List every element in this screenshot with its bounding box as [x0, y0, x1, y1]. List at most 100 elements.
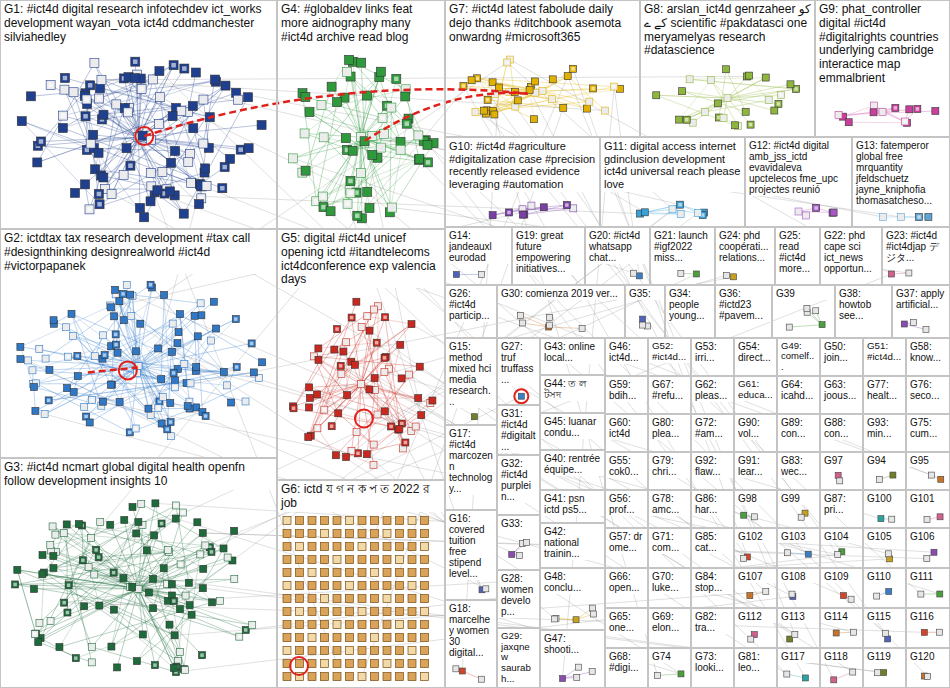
group-label: G48: conclu... [541, 569, 604, 594]
group-panel: G88: con... [820, 414, 863, 452]
vertex-icon [168, 112, 177, 121]
group-label: G29: jaxqnew saurabh... [498, 629, 539, 686]
vertex-edge [302, 77, 379, 172]
inter-group-line [362, 108, 563, 677]
group-panel: G32: #ict4d purplein... [497, 455, 540, 515]
vertex-icon-detail [356, 452, 360, 456]
vertex-icon [708, 77, 715, 84]
vertex-icon [472, 109, 479, 116]
vertex-icon [213, 325, 220, 332]
vertex-icon-detail [394, 77, 399, 82]
group-label: G9: phat_controller digital #ict4d #digi… [816, 1, 949, 87]
vertex-edge [323, 137, 361, 207]
vertex-icon-detail [383, 315, 387, 319]
vertex-edge [728, 98, 751, 125]
group-label: G36: #ictd23 #pavem... [716, 286, 771, 322]
vertex-icon [415, 154, 424, 163]
vertex-icon-detail [74, 656, 78, 660]
vertex-edge [308, 384, 361, 437]
group-panel: G75: cum... [906, 414, 950, 452]
vertex-icon [36, 620, 43, 627]
vertex-edge [44, 573, 239, 637]
vertex-icon [408, 647, 416, 655]
vertex-icon [197, 300, 204, 307]
vertex-edge [679, 80, 711, 119]
vertex-icon [146, 169, 155, 178]
vertex-icon-detail [112, 571, 116, 575]
vertex-icon [762, 74, 769, 81]
vertex-icon-detail [348, 191, 353, 196]
vertex-icon-detail [39, 139, 44, 144]
vertex-edge [22, 121, 202, 186]
vertex-icon [910, 320, 916, 326]
vertex-edge [308, 310, 374, 438]
group-panel: G43: online local... [540, 338, 605, 375]
group-label: G63: joous... [821, 377, 862, 402]
vertex-icon [358, 647, 366, 655]
group-panel: G100 [863, 490, 906, 528]
vertex-icon [468, 77, 475, 84]
vertex-edge [493, 82, 553, 99]
vertex-icon-detail [257, 376, 261, 380]
vertex-icon [346, 543, 354, 551]
vertex-icon [795, 208, 802, 215]
vertex-icon [171, 632, 178, 639]
group-label: G1: #ict4d digital research infotechdev … [1, 1, 276, 45]
vertex-icon [99, 332, 106, 339]
vertex-icon [374, 411, 381, 418]
vertex-icon-detail [38, 347, 42, 351]
vertex-edge [484, 102, 589, 111]
vertex-icon [396, 425, 403, 432]
vertex-icon [120, 290, 127, 297]
vertex-icon [931, 549, 937, 555]
vertex-icon [129, 583, 136, 590]
vertex-edge [41, 538, 92, 638]
vertex-icon [560, 676, 566, 682]
vertex-icon [742, 108, 749, 115]
vertex-edge [379, 77, 400, 142]
group-label: G44: ত ল টসদ [541, 376, 604, 401]
vertex-icon [193, 404, 200, 411]
vertex-icon-detail [84, 97, 89, 102]
group-panel: G56: prof... [605, 490, 648, 528]
vertex-icon [202, 542, 209, 549]
group-panel: G4: #globaldev links feat more aidnograp… [277, 0, 445, 229]
highlight-circle [355, 409, 373, 427]
group-panel: G6: ictd য গ ন ক প ত 2022 র job [277, 480, 445, 688]
group-label: G19: great future empowering initiatives… [513, 228, 584, 275]
vertex-icon [418, 412, 425, 419]
vertex-icon [459, 668, 465, 674]
vertex-icon [107, 381, 114, 388]
vertex-edge [89, 173, 204, 210]
vertex-icon [528, 202, 535, 209]
vertex-icon [33, 158, 42, 167]
vertex-icon-detail [335, 327, 339, 331]
vertex-icon-detail [114, 343, 118, 347]
group-panel: G51: #ict4d... [863, 338, 906, 376]
vertex-edge [96, 522, 138, 550]
vertex-icon [186, 602, 193, 609]
group-label: G5: digital #ict4d unicef opening ictd #… [278, 230, 444, 288]
vertex-icon [408, 517, 416, 525]
vertex-icon-detail [48, 83, 53, 88]
vertex-icon [171, 146, 180, 155]
vertex-icon [172, 502, 179, 509]
vertex-icon [348, 314, 355, 321]
vertex-icon [415, 395, 422, 402]
vertex-edge [318, 306, 378, 348]
vertex-edge [305, 77, 380, 133]
vertex-icon [187, 380, 194, 387]
vertex-icon-detail [97, 555, 101, 559]
vertex-icon [296, 608, 304, 616]
vertex-icon [333, 530, 341, 538]
vertex-icon [95, 200, 104, 209]
vertex-icons [12, 55, 944, 682]
vertex-icon [74, 373, 81, 380]
vertex-icon [81, 180, 90, 189]
vertex-icon [429, 397, 436, 404]
group-label: G105 [864, 529, 905, 543]
group-panel: G17: #ict4d marcozenn technology... [445, 425, 497, 510]
vertex-icon [113, 341, 120, 348]
vertex-edge [196, 378, 259, 408]
vertex-icon-detail [174, 504, 178, 508]
